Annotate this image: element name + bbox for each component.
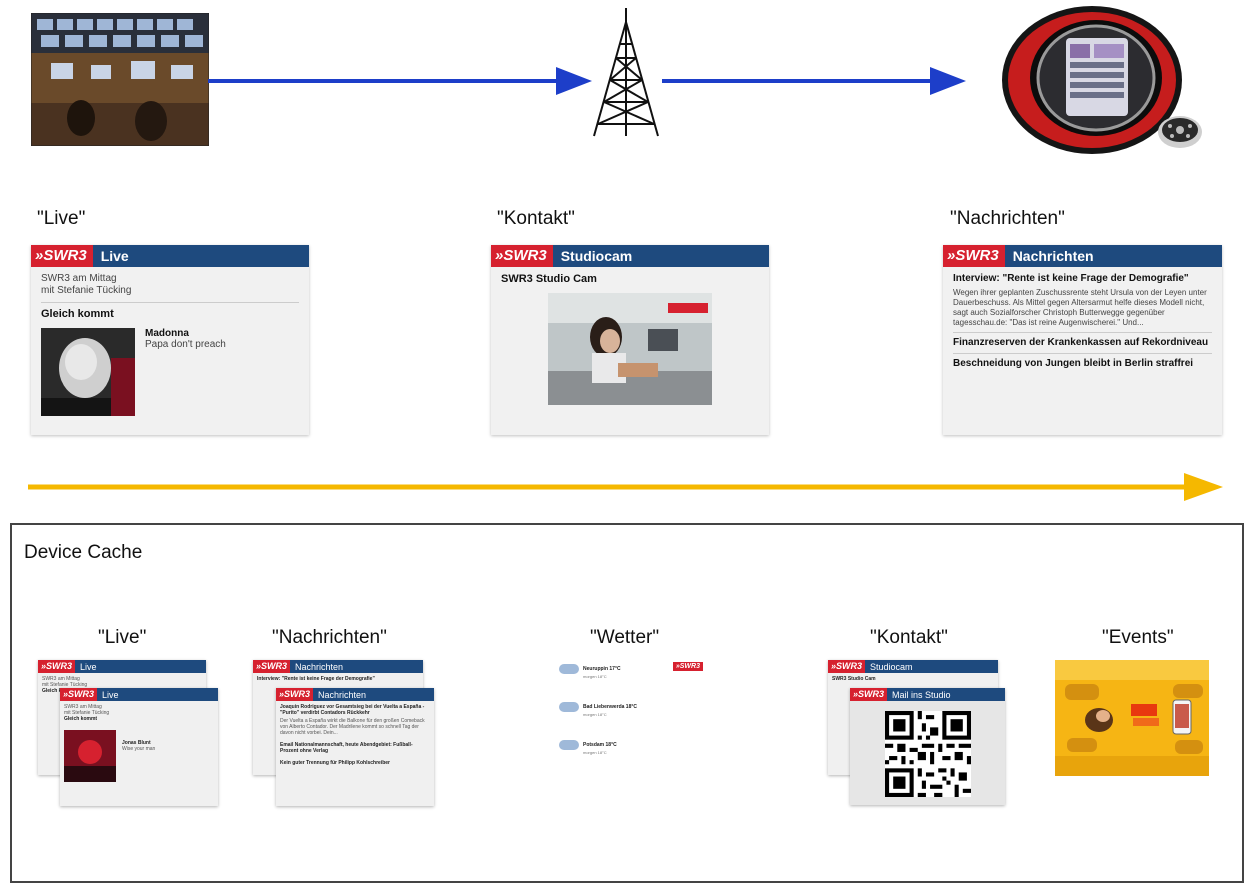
show-host: mit Stefanie Tücking (41, 285, 132, 296)
timeline-arrow (28, 473, 1223, 501)
show-title: SWR3 am Mittag (41, 273, 117, 284)
studio-cam-heading: SWR3 Studio Cam (501, 273, 597, 285)
swr3-logo: »SWR3 (828, 660, 866, 673)
weather-detail: morgen 18°C (583, 712, 607, 717)
studio-cam-image (548, 293, 712, 405)
cache-caption-live: "Live" (98, 627, 147, 648)
swr3-logo: »SWR3 (31, 245, 93, 267)
artist-name: Jonas Blunt (122, 740, 151, 746)
device-cache-title: Device Cache (24, 542, 143, 563)
card-header: »SWR3 Nachrichten (943, 245, 1222, 267)
live-screen-card: »SWR3 Live SWR3 am Mittag mit Stefanie T… (31, 245, 309, 435)
weather-city: Bad Liebenwerda 18°C (583, 704, 637, 710)
caption-nachrichten: "Nachrichten" (950, 208, 1065, 229)
swr3-logo: »SWR3 (276, 688, 314, 701)
cache-events-image (1055, 660, 1209, 776)
nachrichten-screen-card: »SWR3 Nachrichten Interview: "Rente ist … (943, 245, 1222, 435)
card-title: Mail ins Studio (892, 689, 951, 700)
qr-code-image (884, 711, 971, 797)
swr3-logo: »SWR3 (491, 245, 553, 267)
news-headline: Interview: "Rente ist keine Frage der De… (257, 676, 375, 682)
card-title: Studiocam (870, 661, 913, 672)
weather-detail: morgen 18°C (583, 750, 607, 755)
weather-city: Neuruppin 17°C (583, 666, 621, 672)
card-title: Nachrichten (295, 661, 344, 672)
swr3-logo: »SWR3 (60, 688, 98, 701)
internet-radio-device (1002, 6, 1202, 154)
swr3-logo: »SWR3 (850, 688, 888, 701)
swr3-logo: »SWR3 (38, 660, 76, 673)
card-title: Nachrichten (1012, 248, 1094, 264)
weather-row: Neuruppin 17°C morgen 18°C (559, 664, 703, 679)
cache-wetter-card: »SWR3 Neuruppin 17°C morgen 18°C Bad Lie… (555, 660, 707, 772)
caption-kontakt: "Kontakt" (497, 208, 575, 229)
arrow-tower-to-device (662, 67, 966, 95)
card-title: Live (100, 248, 129, 264)
album-cover-image (64, 730, 116, 782)
weather-detail: morgen 18°C (583, 674, 607, 679)
kontakt-screen-card: »SWR3 Studiocam SWR3 Studio Cam (491, 245, 769, 435)
caption-live: "Live" (37, 208, 86, 229)
song-title: Papa don't preach (145, 339, 226, 350)
cloud-icon (559, 664, 579, 674)
cache-caption-nachrichten: "Nachrichten" (272, 627, 387, 648)
coming-up-label: Gleich kommt (42, 688, 76, 694)
cache-kontakt-card-front: »SWR3 Mail ins Studio (850, 688, 1005, 805)
weather-row: Potsdam 18°C morgen 18°C (559, 740, 703, 755)
studio-control-room-photo (31, 13, 209, 146)
news-headline-1: Joaquin Rodriguez vor Gesamtsieg bei der… (280, 704, 425, 716)
news-headline-3: Kein guter Trennung für Philipp Kohlschr… (280, 760, 391, 766)
swr3-logo: »SWR3 (943, 245, 1005, 267)
card-header: »SWR3 Live (31, 245, 309, 267)
cloud-icon (559, 740, 579, 750)
news-headline-2: Email Nationalmannschaft, heute Abendgeb… (280, 742, 413, 754)
show-host: mit Stefanie Tücking (64, 710, 110, 716)
card-title: Live (102, 689, 119, 700)
card-title: Studiocam (560, 248, 633, 264)
coming-up-label: Gleich kommt (64, 716, 98, 722)
weather-row: Bad Liebenwerda 18°C morgen 18°C (559, 702, 703, 717)
arrow-studio-to-tower (208, 67, 592, 95)
show-host: mit Stefanie Tücking (42, 682, 88, 688)
cache-caption-kontakt: "Kontakt" (870, 627, 948, 648)
song-title: Wise your man (122, 746, 156, 752)
cache-live-card-front: »SWR3 Live SWR3 am Mittag mit Stefanie T… (60, 688, 218, 806)
show-title: SWR3 am Mittag (42, 676, 80, 682)
news-headline-2: Finanzreserven der Krankenkassen auf Rek… (953, 337, 1209, 348)
swr3-logo: »SWR3 (253, 660, 291, 673)
cache-caption-events: "Events" (1102, 627, 1174, 648)
news-headline-3: Beschneidung von Jungen bleibt in Berlin… (953, 358, 1194, 369)
card-header: »SWR3 Studiocam (491, 245, 769, 267)
cloud-icon (559, 702, 579, 712)
card-title: Nachrichten (318, 689, 367, 700)
news-headline-1: Interview: "Rente ist keine Frage der De… (953, 273, 1189, 284)
artist-name: Madonna (145, 328, 189, 339)
cache-caption-wetter: "Wetter" (590, 627, 660, 648)
news-teaser-1: Wegen ihrer geplanten Zuschussrente steh… (953, 288, 1207, 327)
coming-up-label: Gleich kommt (41, 308, 114, 320)
studio-cam-heading: SWR3 Studio Cam (832, 676, 876, 682)
news-teaser-1: Der Vuelta a España wirkt die Balkone fü… (280, 718, 425, 736)
radio-tower-icon (593, 8, 659, 137)
show-title: SWR3 am Mittag (64, 704, 102, 710)
weather-city: Potsdam 18°C (583, 742, 617, 748)
card-title: Live (80, 661, 97, 672)
cache-nachrichten-card-front: »SWR3 Nachrichten Joaquin Rodriguez vor … (276, 688, 434, 806)
album-cover-image (41, 328, 135, 416)
swr3-logo: »SWR3 (672, 662, 703, 671)
